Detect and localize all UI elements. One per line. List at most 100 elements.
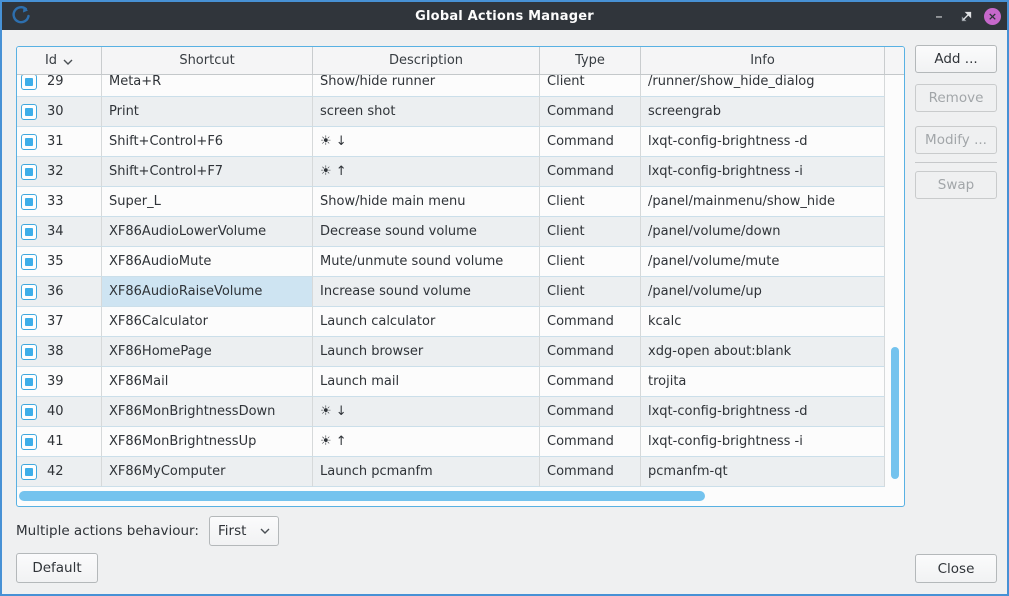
- type-cell[interactable]: Command: [540, 427, 641, 457]
- enabled-checkbox-icon[interactable]: [21, 433, 37, 450]
- table-row[interactable]: 37 XF86Calculator Launch calculator Comm…: [17, 307, 885, 337]
- enabled-checkbox-icon[interactable]: [21, 373, 37, 390]
- type-cell[interactable]: Command: [540, 367, 641, 397]
- enabled-checkbox-icon[interactable]: [21, 343, 37, 360]
- info-cell[interactable]: lxqt-config-brightness -d: [641, 397, 885, 427]
- description-cell[interactable]: Launch calculator: [313, 307, 540, 337]
- table-row[interactable]: 30 Print screen shot Command screengrab: [17, 97, 885, 127]
- description-cell[interactable]: Mute/unmute sound volume: [313, 247, 540, 277]
- shortcut-cell[interactable]: Meta+R: [102, 75, 313, 97]
- enabled-checkbox-icon[interactable]: [21, 193, 37, 210]
- table-row[interactable]: 41 XF86MonBrightnessUp ☀ ↑ Command lxqt-…: [17, 427, 885, 457]
- enabled-checkbox-icon[interactable]: [21, 75, 37, 90]
- type-cell[interactable]: Command: [540, 457, 641, 487]
- restore-button[interactable]: [957, 7, 975, 25]
- table-row[interactable]: 38 XF86HomePage Launch browser Command x…: [17, 337, 885, 367]
- shortcut-cell[interactable]: XF86AudioMute: [102, 247, 313, 277]
- enabled-checkbox-icon[interactable]: [21, 163, 37, 180]
- type-cell[interactable]: Client: [540, 217, 641, 247]
- shortcut-cell[interactable]: XF86Calculator: [102, 307, 313, 337]
- swap-button[interactable]: Swap: [915, 171, 997, 199]
- info-cell[interactable]: /panel/volume/down: [641, 217, 885, 247]
- shortcut-cell[interactable]: Shift+Control+F6: [102, 127, 313, 157]
- description-cell[interactable]: screen shot: [313, 97, 540, 127]
- shortcut-cell[interactable]: XF86AudioLowerVolume: [102, 217, 313, 247]
- close-button[interactable]: Close: [915, 554, 997, 583]
- shortcut-cell[interactable]: Print: [102, 97, 313, 127]
- type-cell[interactable]: Client: [540, 277, 641, 307]
- description-cell[interactable]: Launch mail: [313, 367, 540, 397]
- info-cell[interactable]: lxqt-config-brightness -i: [641, 427, 885, 457]
- table-row[interactable]: 42 XF86MyComputer Launch pcmanfm Command…: [17, 457, 885, 487]
- description-cell[interactable]: Launch pcmanfm: [313, 457, 540, 487]
- description-cell[interactable]: ☀ ↓: [313, 397, 540, 427]
- remove-button[interactable]: Remove: [915, 84, 997, 112]
- table-row[interactable]: 36 XF86AudioRaiseVolume Increase sound v…: [17, 277, 885, 307]
- shortcut-cell[interactable]: XF86HomePage: [102, 337, 313, 367]
- vertical-scrollbar[interactable]: [891, 347, 899, 479]
- description-cell[interactable]: ☀ ↑: [313, 427, 540, 457]
- type-cell[interactable]: Command: [540, 157, 641, 187]
- type-cell[interactable]: Command: [540, 127, 641, 157]
- table-row[interactable]: 34 XF86AudioLowerVolume Decrease sound v…: [17, 217, 885, 247]
- table-row[interactable]: 29 Meta+R Show/hide runner Client /runne…: [17, 75, 885, 97]
- modify-button[interactable]: Modify ...: [915, 126, 997, 154]
- description-cell[interactable]: ☀ ↑: [313, 157, 540, 187]
- enabled-checkbox-icon[interactable]: [21, 253, 37, 270]
- table-row[interactable]: 40 XF86MonBrightnessDown ☀ ↓ Command lxq…: [17, 397, 885, 427]
- info-cell[interactable]: /panel/volume/up: [641, 277, 885, 307]
- type-cell[interactable]: Client: [540, 187, 641, 217]
- minimize-button[interactable]: –: [935, 7, 943, 25]
- column-header-info[interactable]: Info: [641, 47, 885, 74]
- column-header-description[interactable]: Description: [313, 47, 540, 74]
- enabled-checkbox-icon[interactable]: [21, 133, 37, 150]
- column-header-type[interactable]: Type: [540, 47, 641, 74]
- add-button[interactable]: Add ...: [915, 45, 997, 73]
- shortcut-cell[interactable]: XF86MyComputer: [102, 457, 313, 487]
- description-cell[interactable]: Launch browser: [313, 337, 540, 367]
- default-button[interactable]: Default: [16, 553, 98, 583]
- table-row[interactable]: 33 Super_L Show/hide main menu Client /p…: [17, 187, 885, 217]
- type-cell[interactable]: Client: [540, 75, 641, 97]
- type-cell[interactable]: Command: [540, 97, 641, 127]
- type-cell[interactable]: Command: [540, 307, 641, 337]
- shortcut-cell[interactable]: Super_L: [102, 187, 313, 217]
- info-cell[interactable]: screengrab: [641, 97, 885, 127]
- enabled-checkbox-icon[interactable]: [21, 313, 37, 330]
- table-row[interactable]: 35 XF86AudioMute Mute/unmute sound volum…: [17, 247, 885, 277]
- description-cell[interactable]: Show/hide runner: [313, 75, 540, 97]
- info-cell[interactable]: /runner/show_hide_dialog: [641, 75, 885, 97]
- info-cell[interactable]: pcmanfm-qt: [641, 457, 885, 487]
- titlebar[interactable]: Global Actions Manager – ×: [2, 2, 1007, 30]
- info-cell[interactable]: /panel/mainmenu/show_hide: [641, 187, 885, 217]
- info-cell[interactable]: /panel/volume/mute: [641, 247, 885, 277]
- enabled-checkbox-icon[interactable]: [21, 103, 37, 120]
- enabled-checkbox-icon[interactable]: [21, 283, 37, 300]
- type-cell[interactable]: Command: [540, 397, 641, 427]
- column-header-shortcut[interactable]: Shortcut: [102, 47, 313, 74]
- table-row[interactable]: 32 Shift+Control+F7 ☀ ↑ Command lxqt-con…: [17, 157, 885, 187]
- enabled-checkbox-icon[interactable]: [21, 223, 37, 240]
- info-cell[interactable]: lxqt-config-brightness -i: [641, 157, 885, 187]
- shortcut-cell[interactable]: XF86MonBrightnessUp: [102, 427, 313, 457]
- info-cell[interactable]: lxqt-config-brightness -d: [641, 127, 885, 157]
- table-row[interactable]: 39 XF86Mail Launch mail Command trojita: [17, 367, 885, 397]
- shortcut-cell[interactable]: XF86Mail: [102, 367, 313, 397]
- description-cell[interactable]: Decrease sound volume: [313, 217, 540, 247]
- info-cell[interactable]: xdg-open about:blank: [641, 337, 885, 367]
- column-header-id[interactable]: Id: [17, 47, 102, 74]
- enabled-checkbox-icon[interactable]: [21, 463, 37, 480]
- horizontal-scrollbar[interactable]: [19, 491, 705, 501]
- description-cell[interactable]: Show/hide main menu: [313, 187, 540, 217]
- shortcut-cell[interactable]: Shift+Control+F7: [102, 157, 313, 187]
- enabled-checkbox-icon[interactable]: [21, 403, 37, 420]
- description-cell[interactable]: Increase sound volume: [313, 277, 540, 307]
- description-cell[interactable]: ☀ ↓: [313, 127, 540, 157]
- table-row[interactable]: 31 Shift+Control+F6 ☀ ↓ Command lxqt-con…: [17, 127, 885, 157]
- type-cell[interactable]: Client: [540, 247, 641, 277]
- shortcut-cell[interactable]: XF86AudioRaiseVolume: [102, 277, 313, 307]
- close-window-button[interactable]: ×: [984, 7, 1001, 25]
- info-cell[interactable]: kcalc: [641, 307, 885, 337]
- behaviour-select[interactable]: First: [209, 516, 279, 546]
- shortcut-cell[interactable]: XF86MonBrightnessDown: [102, 397, 313, 427]
